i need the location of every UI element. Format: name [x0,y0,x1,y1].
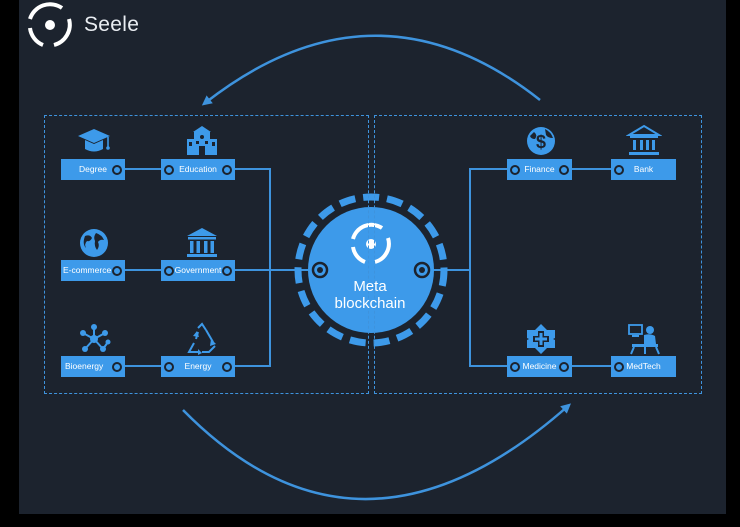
node-energy[interactable]: Energy [161,356,235,377]
node-medtech[interactable]: MedTech [611,356,676,377]
hub-label-line1: Meta [353,278,387,295]
meta-blockchain-hub [294,193,448,347]
node-degree-label: Degree [79,164,107,174]
school-building-icon [187,126,217,155]
node-bank-label: Bank [633,164,654,174]
svg-text:$: $ [536,132,546,152]
medtech-port [614,361,624,372]
node-government-label: Government [174,265,222,275]
medical-cross-icon [527,324,555,354]
node-ecommerce-label: E-commerce [63,265,112,275]
node-energy-label: Energy [184,361,212,371]
node-medicine[interactable]: Medicine [507,356,572,377]
hub-label-line2: blockchain [334,295,406,312]
finance-port-in [510,164,520,175]
bank-port [614,164,624,175]
brand-name: Seele [84,13,140,36]
government-port-out [222,265,232,276]
bioenergy-port [112,361,122,372]
government-port-in [164,265,174,276]
node-ecommerce[interactable]: E-commerce [61,260,125,281]
node-medicine-label: Medicine [522,361,557,371]
energy-port-out [222,361,232,372]
globe-icon [80,229,108,257]
medicine-port-out [559,361,569,372]
degree-port [112,164,122,175]
recycle-icon [187,322,216,355]
medtech-icon [628,324,660,355]
node-medtech-label: MedTech [626,361,661,371]
education-port-out [222,164,232,175]
node-government[interactable]: Government [161,260,235,281]
node-bank[interactable]: Bank [611,159,676,180]
right-domain-group [374,115,702,394]
ecommerce-port [112,265,122,276]
node-education-label: Education [179,164,217,174]
finance-port-out [559,164,569,175]
bottom-cycle-arrow [182,403,571,501]
seele-logo-icon [28,2,72,47]
node-bioenergy-label: Bioenergy [65,361,104,371]
node-finance-label: Finance [524,164,555,174]
left-domain-group [44,115,369,394]
graduation-cap-icon [78,129,110,152]
dollar-globe-icon: $ [527,127,555,155]
medicine-port-in [510,361,520,372]
top-cycle-arrow [201,34,541,106]
node-degree[interactable]: Degree [61,159,125,180]
node-education[interactable]: Education [161,159,235,180]
bank-icon [626,124,662,155]
government-building-icon [187,228,217,257]
molecule-icon [80,324,111,352]
node-finance[interactable]: Finance [507,159,572,180]
energy-port-in [164,361,174,372]
hub-label: Meta blockchain [320,278,420,312]
node-bioenergy[interactable]: Bioenergy [61,356,125,377]
education-port-in [164,164,174,175]
